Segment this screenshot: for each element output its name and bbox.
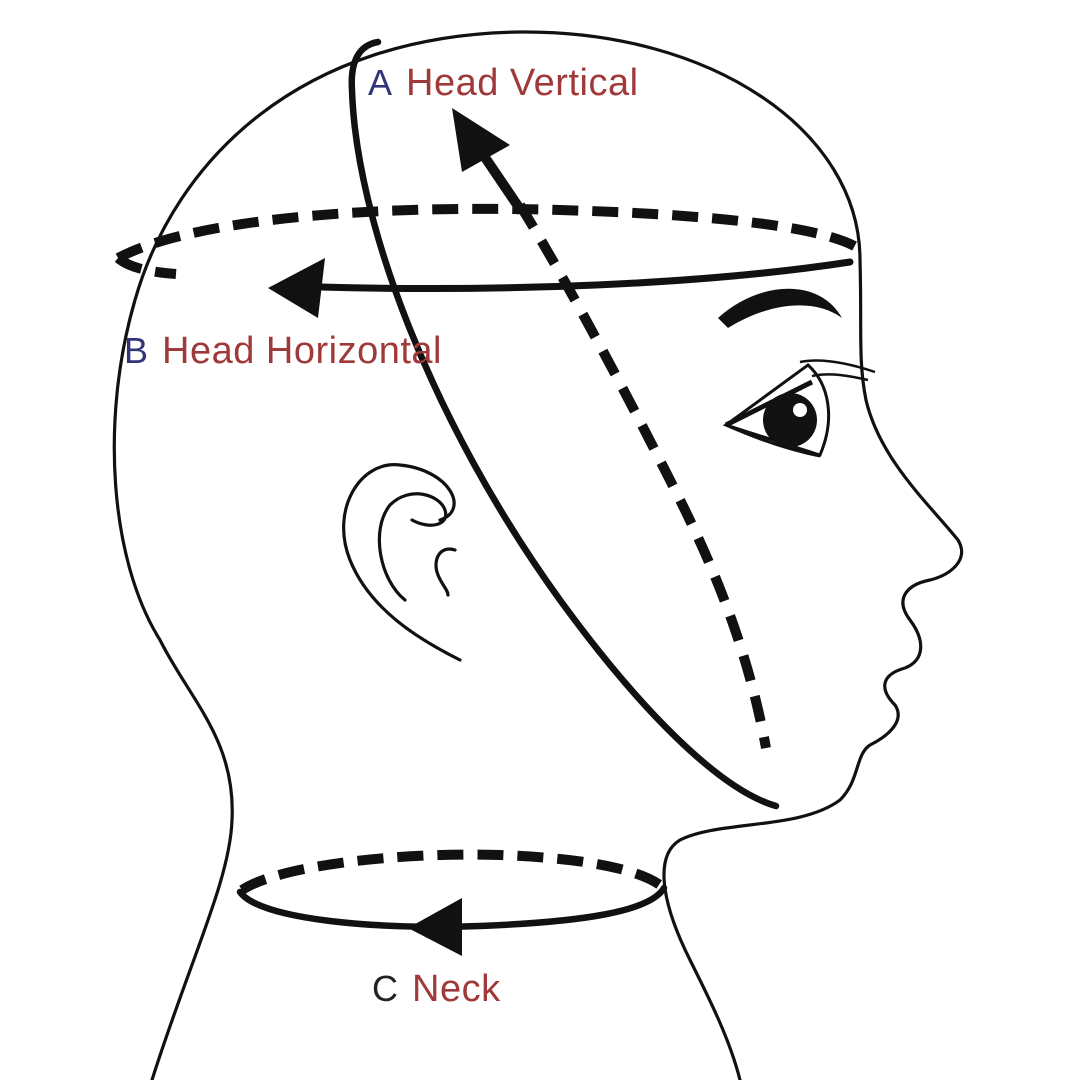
- head-horizontal-solid-line: [316, 258, 854, 293]
- ear: [342, 463, 462, 662]
- head-horizontal-dashed-line: [115, 203, 861, 263]
- label-head-vertical: A Head Vertical: [368, 64, 639, 102]
- eye: [722, 359, 876, 458]
- neck-dashed-line: [239, 849, 668, 895]
- label-c-letter: C: [372, 968, 398, 1009]
- neck-arrowhead: [408, 898, 462, 956]
- label-c-name: Neck: [412, 968, 501, 1010]
- head-vertical-dashed-line: [515, 202, 771, 749]
- label-b-name: Head Horizontal: [162, 330, 442, 372]
- neck-solid-line: [236, 884, 668, 931]
- eyebrow: [718, 288, 842, 328]
- head-horizontal-dashed-tail: [114, 253, 177, 279]
- head-vertical-arrowhead: [452, 108, 510, 172]
- label-head-horizontal: B Head Horizontal: [124, 332, 442, 370]
- head-horizontal-arrowhead: [268, 258, 325, 318]
- head-vertical-solid-line: [348, 38, 780, 810]
- label-b-letter: B: [124, 330, 149, 371]
- label-a-letter: A: [368, 62, 393, 103]
- head-vertical-arrow-shaft: [475, 147, 527, 215]
- label-a-name: Head Vertical: [406, 62, 639, 104]
- label-neck: C Neck: [372, 970, 501, 1008]
- head-outline: [112, 30, 964, 1080]
